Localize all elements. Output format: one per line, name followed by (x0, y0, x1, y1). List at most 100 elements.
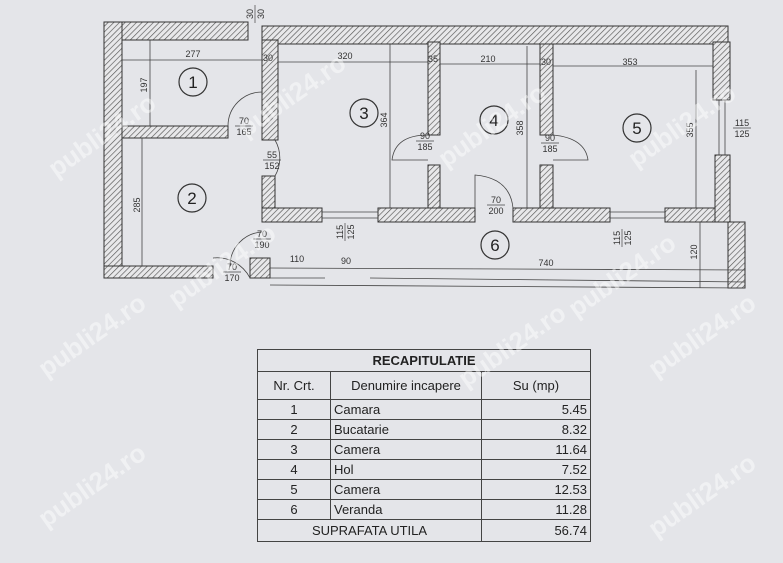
svg-text:70: 70 (491, 195, 501, 205)
svg-text:190: 190 (254, 240, 269, 250)
svg-text:55: 55 (267, 150, 277, 160)
wall (539, 164, 554, 209)
header-area: Su (mp) (481, 371, 591, 400)
wall (377, 207, 476, 223)
svg-text:70: 70 (227, 262, 237, 272)
dimension-label: 35 (428, 54, 438, 64)
room-marker (480, 230, 510, 260)
room-name: Bucatarie (330, 419, 482, 440)
table-title: RECAPITULATIE (257, 349, 591, 372)
svg-text:125: 125 (346, 224, 356, 239)
svg-text:125: 125 (734, 129, 749, 139)
dimension-label: 358 (515, 120, 525, 135)
svg-text:30: 30 (256, 9, 266, 19)
svg-text:115: 115 (612, 231, 622, 245)
dimension-label: 30 (263, 53, 273, 63)
room-name: Hol (330, 459, 482, 480)
row-number: 3 (257, 439, 331, 460)
dimension-label: 110 (290, 254, 304, 264)
door-swing (391, 134, 429, 161)
dimension-label: 355 (685, 122, 695, 137)
wall (121, 125, 229, 139)
svg-text:165: 165 (236, 127, 251, 137)
room-number: 3 (359, 104, 368, 123)
watermark: publi24.ro (32, 437, 152, 534)
row-number: 6 (257, 499, 331, 520)
room-marker (178, 67, 208, 97)
dimension-lines (122, 40, 746, 289)
dimension-label: 90 (341, 256, 351, 266)
door-swing (227, 91, 263, 127)
watermark: publi24.ro (642, 447, 762, 544)
dimension-label: 210 (480, 54, 495, 64)
svg-text:152: 152 (264, 161, 279, 171)
room-name: Camara (330, 399, 482, 420)
svg-text:115: 115 (335, 225, 345, 239)
row-number: 4 (257, 459, 331, 480)
room-area: 8.32 (481, 419, 591, 440)
svg-text:185: 185 (417, 142, 432, 152)
room-number: 4 (489, 111, 498, 130)
wall (103, 21, 123, 279)
wall (539, 43, 554, 136)
room-name: Camera (330, 479, 482, 500)
svg-text:90: 90 (545, 133, 555, 143)
dimension-label: 197 (139, 77, 149, 92)
row-number: 2 (257, 419, 331, 440)
dimension-label: 277 (185, 49, 200, 59)
svg-text:70: 70 (257, 229, 267, 239)
dimension-label: 30 (541, 57, 551, 67)
dimension-label: 364 (379, 112, 389, 127)
wall (249, 257, 271, 279)
wall (512, 207, 611, 223)
door-swing (274, 139, 281, 177)
dimension-label: 320 (337, 51, 352, 61)
walls (103, 21, 746, 289)
room-area: 5.45 (481, 399, 591, 420)
row-number: 5 (257, 479, 331, 500)
room-area: 11.28 (481, 499, 591, 520)
dimension-label: 285 (132, 197, 142, 212)
svg-text:200: 200 (488, 206, 503, 216)
svg-text:90: 90 (420, 131, 430, 141)
wall (261, 25, 729, 45)
svg-text:115: 115 (735, 118, 749, 128)
room-name: Veranda (330, 499, 482, 520)
room-marker (622, 113, 652, 143)
wall (103, 21, 249, 41)
room-number: 6 (490, 236, 499, 255)
svg-text:170: 170 (224, 273, 239, 283)
total-value: 56.74 (481, 519, 591, 542)
dimension-label: 120 (689, 244, 699, 259)
dimension-label: 740 (538, 258, 553, 268)
wall (261, 39, 279, 141)
door-swing (474, 174, 514, 209)
summary-table: RECAPITULATIE Nr. Crt. Denumire incapere… (257, 349, 591, 542)
wall (712, 41, 731, 101)
row-number: 1 (257, 399, 331, 420)
wall (427, 164, 441, 209)
wall (714, 154, 731, 223)
svg-text:70: 70 (239, 116, 249, 126)
header-nr: Nr. Crt. (257, 371, 331, 400)
wall (727, 221, 746, 289)
total-label: SUPRAFATA UTILA (257, 519, 482, 542)
svg-text:185: 185 (542, 144, 557, 154)
svg-text:30: 30 (245, 9, 255, 19)
room-number: 1 (188, 73, 197, 92)
